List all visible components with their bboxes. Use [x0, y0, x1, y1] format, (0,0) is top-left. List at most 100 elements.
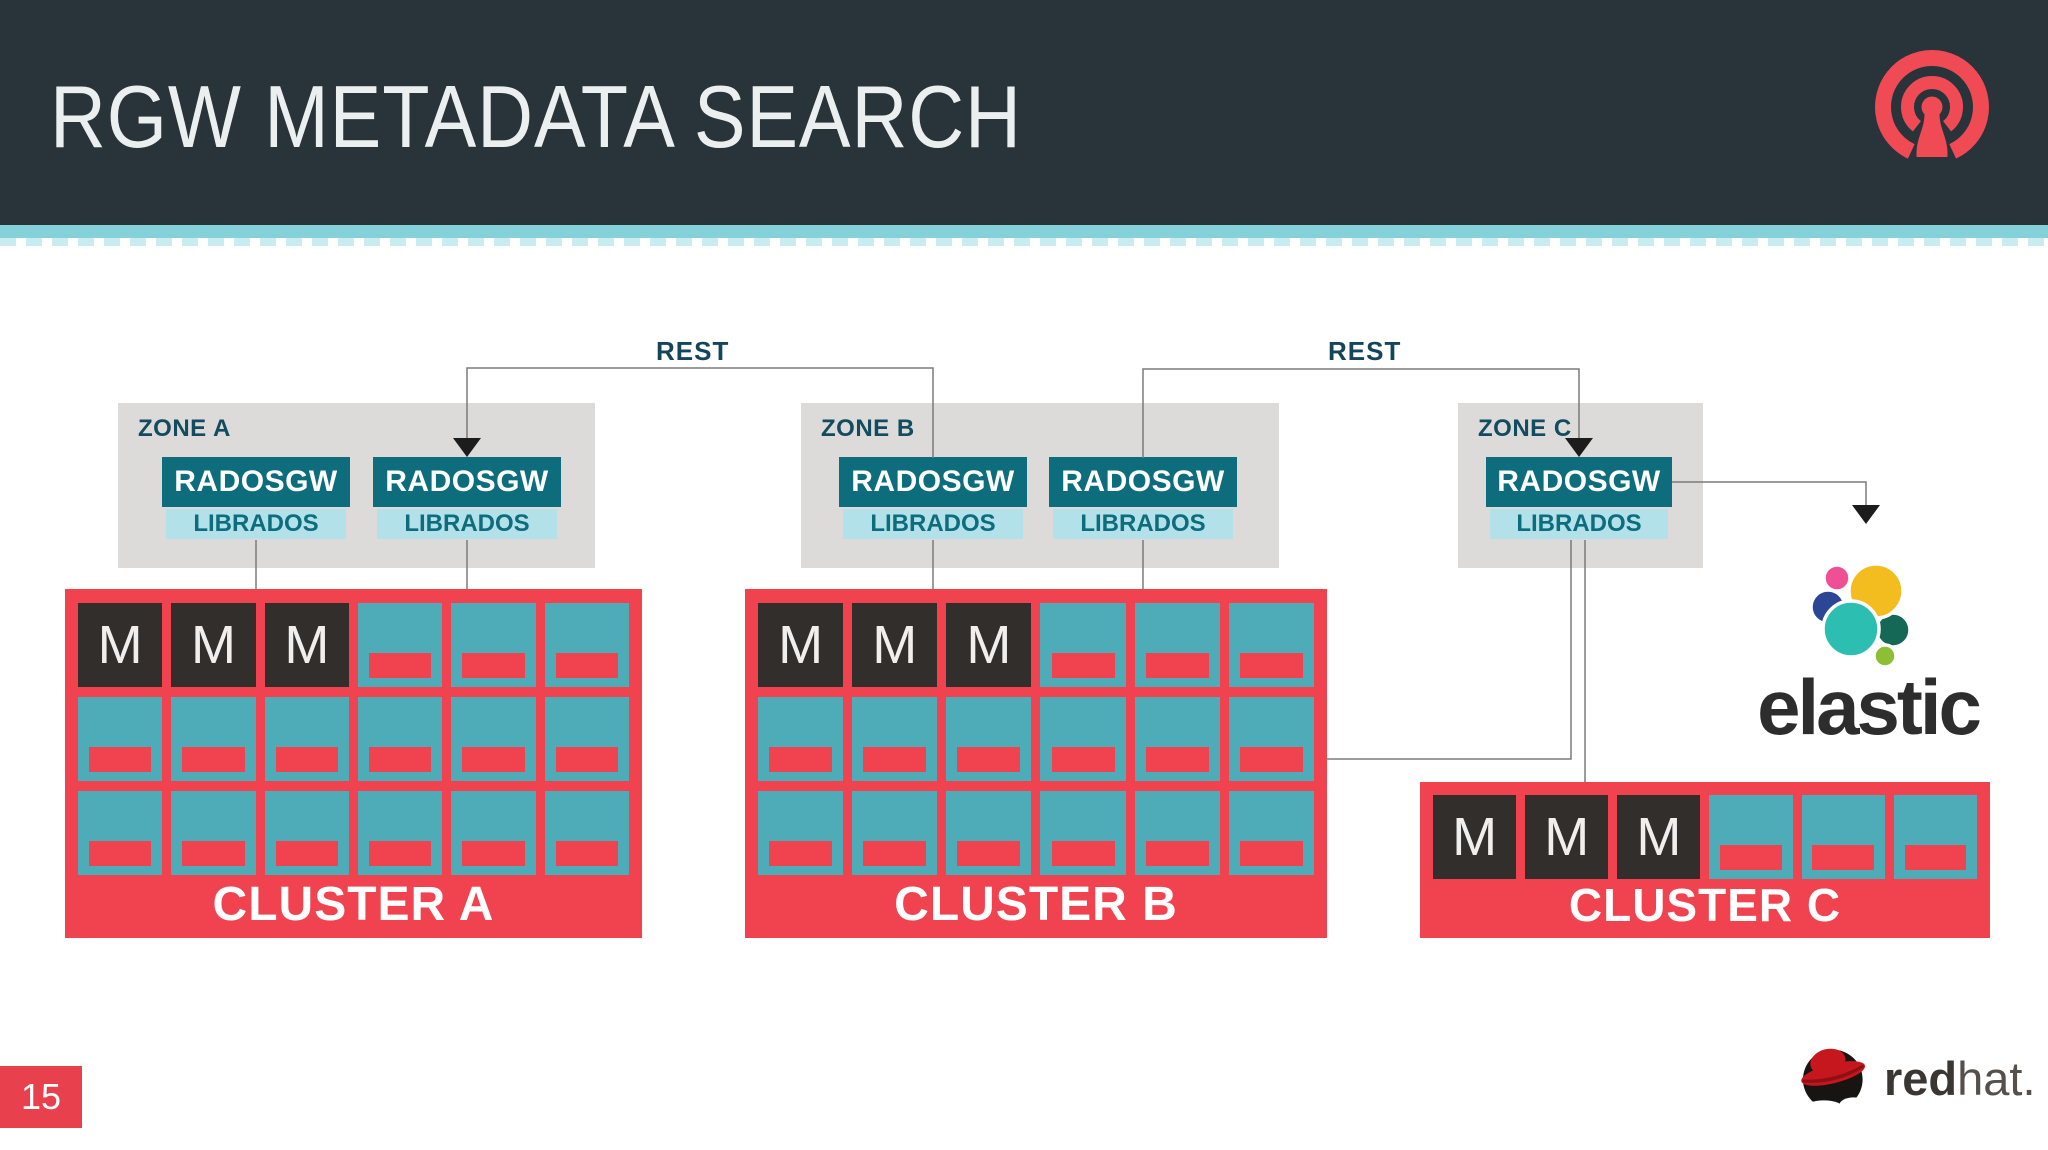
cluster-c: M M M CLUSTER C	[1420, 782, 1990, 938]
librados-box: LIBRADOS	[166, 509, 346, 539]
radosgw-box: RADOSGW	[839, 457, 1027, 507]
monitor-node: M	[946, 603, 1032, 687]
osd-disk-bar	[1051, 841, 1115, 866]
header-dash-strip	[0, 238, 2048, 246]
osd-disk-bar	[275, 747, 339, 772]
zone-b-label: ZONE B	[821, 415, 915, 442]
osd-node	[1040, 603, 1126, 687]
osd-node	[451, 603, 536, 687]
osd-disk-bar	[275, 841, 339, 866]
osd-disk-bar	[769, 747, 833, 772]
cluster-a: M M M CLUSTER A	[65, 589, 642, 938]
osd-node	[1228, 791, 1314, 875]
zone-c-gateway-1: RADOSGW LIBRADOS	[1486, 457, 1672, 539]
osd-node	[451, 697, 536, 781]
osd-disk-bar	[1051, 747, 1115, 772]
osd-node	[358, 697, 443, 781]
osd-disk-bar	[88, 747, 152, 772]
osd-disk-bar	[863, 747, 927, 772]
radosgw-box: RADOSGW	[1486, 457, 1672, 507]
osd-disk-bar	[957, 841, 1021, 866]
osd-node	[264, 697, 349, 781]
osd-disk-bar	[555, 653, 619, 678]
header-bar: RGW METADATA SEARCH	[0, 0, 2048, 225]
elastic-logo-icon	[1809, 562, 1912, 669]
monitor-node: M	[264, 603, 349, 687]
zone-c: ZONE C RADOSGW LIBRADOS	[1458, 403, 1703, 568]
redhat-logo: redhat.	[1794, 1040, 2036, 1116]
osd-node	[852, 791, 938, 875]
osd-disk-bar	[1812, 845, 1875, 870]
cluster-c-grid: M M M	[1433, 795, 1977, 879]
osd-node	[544, 603, 629, 687]
osd-disk-bar	[1904, 845, 1967, 870]
osd-node	[1134, 603, 1220, 687]
osd-node	[544, 697, 629, 781]
osd-node	[1134, 697, 1220, 781]
osd-disk-bar	[1145, 841, 1209, 866]
monitor-node: M	[78, 603, 163, 687]
osd-node	[1228, 603, 1314, 687]
osd-disk-bar	[368, 653, 432, 678]
osd-node	[1040, 697, 1126, 781]
librados-box: LIBRADOS	[843, 509, 1023, 539]
redhat-word-red: red	[1884, 1051, 1958, 1105]
osd-disk-bar	[957, 747, 1021, 772]
rest-label-1: REST	[656, 336, 730, 366]
cluster-b: M M M CLUSTER B	[745, 589, 1327, 938]
cluster-b-grid: M M M	[758, 603, 1314, 875]
librados-box: LIBRADOS	[1053, 509, 1233, 539]
osd-node	[1893, 795, 1977, 879]
osd-disk-bar	[1239, 653, 1303, 678]
osd-disk-bar	[462, 841, 525, 866]
cluster-a-grid: M M M	[78, 603, 629, 875]
osd-node	[171, 697, 256, 781]
osd-disk-bar	[182, 841, 245, 866]
zone-a-gateway-1: RADOSGW LIBRADOS	[162, 457, 350, 539]
monitor-node: M	[1525, 795, 1609, 879]
header-accent-strip	[0, 225, 2048, 238]
monitor-node: M	[1617, 795, 1701, 879]
osd-node	[544, 791, 629, 875]
osd-disk-bar	[1145, 653, 1209, 678]
osd-disk-bar	[368, 747, 432, 772]
osd-node	[1801, 795, 1885, 879]
osd-node	[852, 697, 938, 781]
osd-disk-bar	[769, 841, 833, 866]
osd-node	[1134, 791, 1220, 875]
redhat-icon	[1801, 1048, 1868, 1116]
monitor-node: M	[171, 603, 256, 687]
osd-disk-bar	[1239, 841, 1303, 866]
redhat-word-hat: hat.	[1957, 1051, 2036, 1105]
zone-b-gateway-1: RADOSGW LIBRADOS	[839, 457, 1027, 539]
ceph-logo-icon	[1875, 50, 1989, 159]
osd-disk-bar	[1239, 747, 1303, 772]
osd-disk-bar	[1720, 845, 1782, 870]
cluster-a-label: CLUSTER A	[212, 878, 495, 931]
zone-a-label: ZONE A	[138, 415, 231, 442]
osd-node	[451, 791, 536, 875]
osd-node	[946, 791, 1032, 875]
osd-disk-bar	[1051, 653, 1115, 678]
radosgw-box: RADOSGW	[1049, 457, 1237, 507]
radosgw-box: RADOSGW	[373, 457, 561, 507]
cluster-c-label: CLUSTER C	[1568, 879, 1842, 931]
monitor-node: M	[1433, 795, 1517, 879]
osd-disk-bar	[863, 841, 927, 866]
osd-node	[358, 603, 443, 687]
osd-node	[78, 791, 163, 875]
osd-node	[78, 697, 163, 781]
page-title: RGW METADATA SEARCH	[50, 67, 1022, 166]
osd-disk-bar	[555, 747, 619, 772]
zone-b: ZONE B RADOSGW LIBRADOS RADOSGW LIBRADOS	[801, 403, 1279, 568]
osd-node	[946, 697, 1032, 781]
osd-disk-bar	[88, 841, 152, 866]
osd-node	[758, 697, 844, 781]
osd-disk-bar	[555, 841, 619, 866]
zone-b-gateway-2: RADOSGW LIBRADOS	[1049, 457, 1237, 539]
osd-disk-bar	[462, 653, 525, 678]
librados-box: LIBRADOS	[377, 509, 557, 539]
osd-node	[1040, 791, 1126, 875]
rest-label-2: REST	[1328, 336, 1402, 366]
